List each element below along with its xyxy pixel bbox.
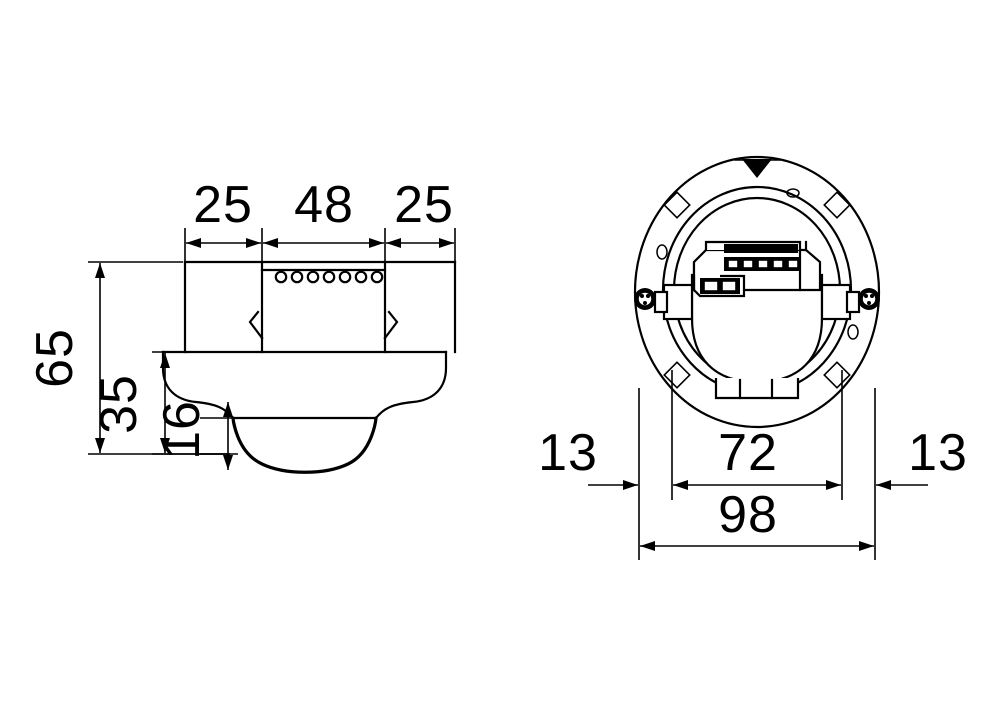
- plan-view-dim-row-98: 98: [640, 486, 874, 551]
- dim-label-48: 48: [294, 176, 354, 234]
- bottom-tab-slots: [714, 378, 800, 400]
- mounting-tab-top-left: [663, 191, 691, 219]
- side-elevation-view: 25 48 25: [26, 176, 457, 474]
- dim-label-13-right: 13: [908, 424, 968, 482]
- screw-pin-right-b: [870, 294, 874, 298]
- screw-pin-left-b: [646, 294, 650, 298]
- sensor-upper-housing: [183, 260, 457, 354]
- plan-view-dim-row-72: 13 72 13: [538, 424, 968, 490]
- terminal-block-assembly: [692, 240, 822, 298]
- locating-dimple-right: [847, 324, 859, 340]
- mounting-tab-top-right: [823, 191, 851, 219]
- dim-label-65: 65: [26, 328, 84, 388]
- side-fastener-left: [634, 283, 694, 321]
- dim-label-25-right: 25: [394, 176, 454, 234]
- top-index-marker: [742, 159, 772, 178]
- dim-label-98: 98: [718, 486, 778, 544]
- fastener-neck-left: [653, 290, 669, 314]
- screw-pin-right-a: [864, 294, 868, 298]
- fastener-block-left: [662, 283, 694, 321]
- screw-pin-right-c: [867, 301, 871, 305]
- bottom-tab-block: [714, 378, 800, 400]
- dim-label-13-left: 13: [538, 424, 598, 482]
- terminal-sub-port-2: [721, 280, 737, 292]
- dim-label-72: 72: [718, 424, 778, 482]
- terminal-block-top-bar: [724, 244, 798, 253]
- fastener-block-right: [820, 283, 852, 321]
- screw-pin-left-c: [643, 301, 647, 305]
- locating-dimple-left: [656, 244, 668, 260]
- terminal-port-3: [757, 259, 769, 269]
- mounting-tab-bottom-left: [663, 361, 691, 389]
- dim-label-25-left: 25: [193, 176, 253, 234]
- dim-group-35: 35: [90, 351, 230, 455]
- terminal-port-5: [787, 259, 799, 269]
- mounting-tab-bottom-right: [823, 361, 851, 389]
- locating-dimple-group: [656, 188, 859, 340]
- terminal-port-4: [772, 259, 784, 269]
- mounting-tab-group: [663, 191, 851, 389]
- dim-label-35: 35: [90, 374, 148, 434]
- plan-view-extension-lines: [638, 370, 876, 560]
- fastener-neck-right: [845, 290, 861, 314]
- terminal-port-2: [742, 259, 754, 269]
- screw-pin-left-a: [640, 294, 644, 298]
- terminal-sub-port-1: [703, 280, 719, 292]
- locating-dimple-top: [786, 188, 800, 198]
- side-fastener-right: [820, 283, 880, 321]
- dim-group-16: 16: [153, 400, 238, 470]
- dim-label-16: 16: [153, 400, 211, 460]
- plan-view: 13 72 13 98: [538, 155, 968, 560]
- sensor-lens-dome: [231, 416, 378, 474]
- terminal-port-1: [727, 259, 739, 269]
- vent-hole-row: [274, 270, 384, 284]
